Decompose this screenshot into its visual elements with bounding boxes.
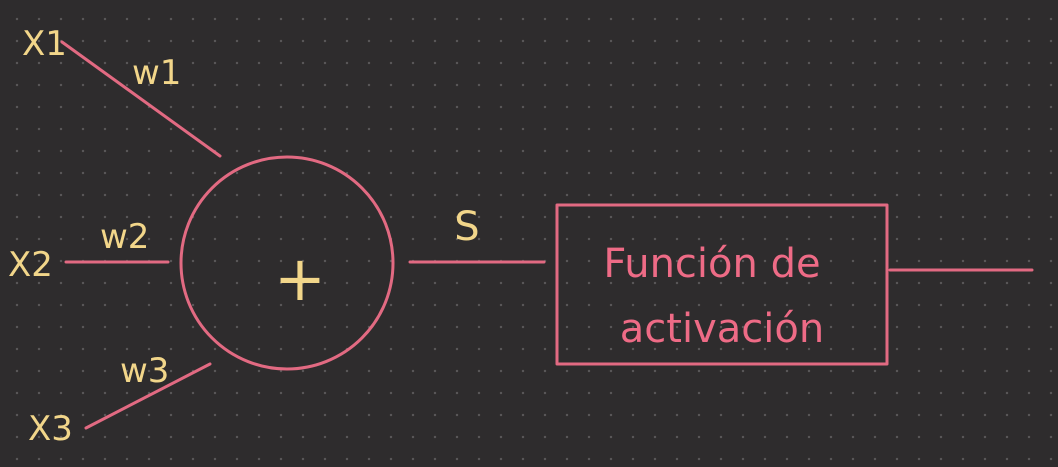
activation-box-line2: activación <box>620 306 824 352</box>
input-label-3: X3 <box>28 409 73 449</box>
sum-output-label: S <box>454 204 479 250</box>
activation-box-line1: Función de <box>603 241 820 287</box>
input-label-1: X1 <box>22 24 67 64</box>
summation-node <box>179 155 395 371</box>
input-edge-3 <box>84 362 212 430</box>
weight-label-3: w3 <box>120 351 169 391</box>
weight-label-2: w2 <box>100 217 149 257</box>
weight-label-1: w1 <box>132 53 181 93</box>
input-edge-1 <box>60 40 222 158</box>
summation-symbol: + <box>274 242 326 315</box>
activation-function-box <box>555 203 889 366</box>
input-label-2: X2 <box>8 245 53 285</box>
